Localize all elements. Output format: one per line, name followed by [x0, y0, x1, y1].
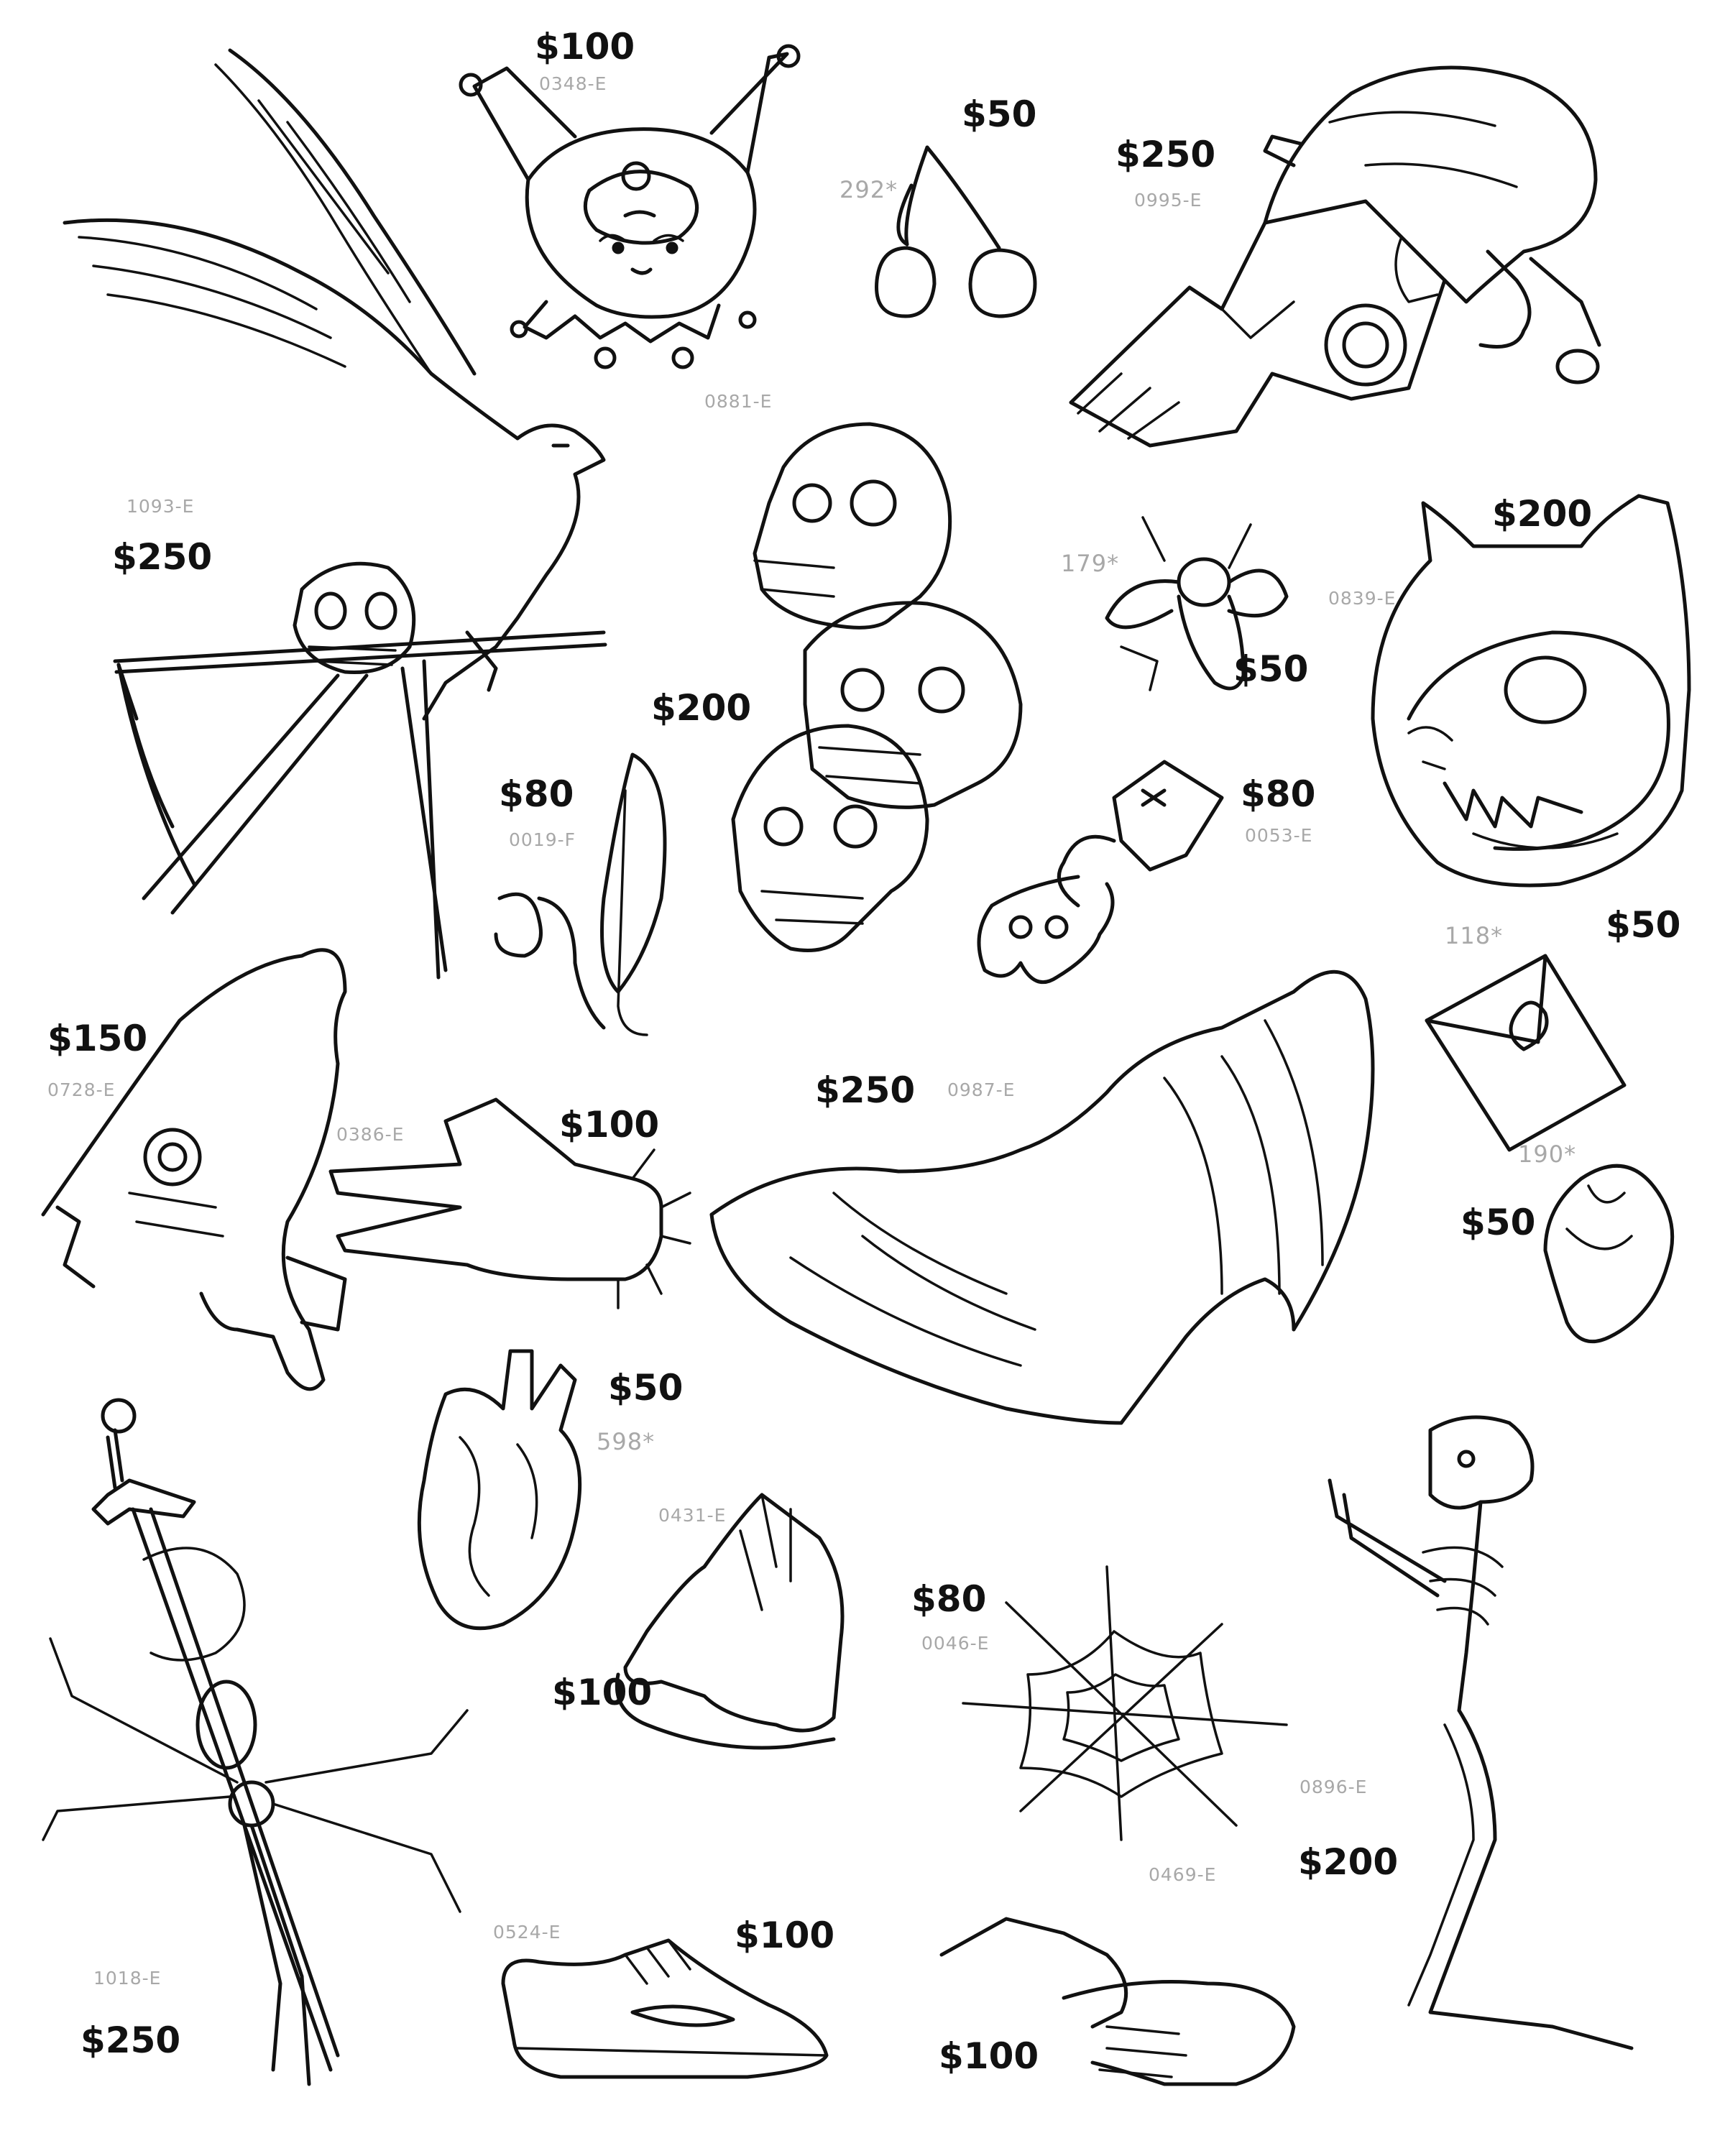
skeleton-hands-heart-code: 0987-E	[947, 1079, 1016, 1100]
hand-revolver-drawing	[1069, 65, 1601, 448]
swallow-skull-code: 1093-E	[126, 496, 195, 517]
cherries-drawing	[875, 145, 1037, 318]
skeleton-hands-heart-drawing	[709, 969, 1375, 1425]
praying-skeleton-price: $200	[1298, 1841, 1399, 1883]
praying-hands-drawing	[615, 1493, 845, 1750]
skull-stack-price: $200	[651, 687, 752, 729]
sneaker-code: 0524-E	[493, 1922, 561, 1943]
praying-skeleton-drawing	[1328, 1415, 1634, 2050]
reaper-peek-drawing	[41, 948, 347, 1391]
small-heart-price: $50	[1460, 1202, 1536, 1243]
feather-code: 0019-F	[509, 829, 576, 850]
dagger-spider-drawing	[42, 1398, 469, 2086]
small-heart-code: 190*	[1518, 1141, 1577, 1168]
anatomical-heart-code: 598*	[597, 1428, 656, 1455]
sneaker-drawing	[501, 1938, 829, 2079]
spiderweb-drawing	[962, 1565, 1288, 1841]
praying-hands-code: 0431-E	[658, 1505, 727, 1526]
skull-stack-drawing	[731, 422, 1023, 952]
poison-bottle-price: $80	[1241, 773, 1316, 815]
swallow-skull-drawing	[63, 48, 607, 980]
finger-gun-code: 0386-E	[336, 1124, 405, 1145]
poison-bottle-code: 0053-E	[1245, 825, 1313, 846]
cat-skull-drawing	[1371, 494, 1691, 888]
cherries-code: 292*	[840, 176, 898, 203]
reaper-peek-price: $150	[47, 1018, 148, 1059]
handshake-code: 0469-E	[1149, 1864, 1217, 1885]
dagger-spider-price: $250	[80, 2019, 181, 2061]
spiderweb-code: 0046-E	[921, 1633, 990, 1654]
fly-drawing	[1105, 516, 1289, 691]
finger-gun-drawing	[328, 1097, 691, 1309]
reaper-peek-code: 0728-E	[47, 1079, 116, 1100]
fly-price: $50	[1233, 648, 1309, 690]
swallow-skull-price: $250	[112, 536, 213, 578]
envelope-price: $50	[1606, 904, 1681, 946]
spiderweb-price: $80	[911, 1578, 987, 1620]
poison-bottle-drawing	[977, 760, 1224, 985]
fly-code: 179*	[1061, 550, 1120, 577]
handshake-drawing	[939, 1917, 1296, 2086]
kuromi-drawing	[459, 44, 801, 369]
dagger-spider-code: 1018-E	[93, 1968, 162, 1989]
feather-drawing	[494, 752, 667, 1036]
anatomical-heart-price: $50	[608, 1367, 684, 1409]
handshake-price: $100	[939, 2035, 1039, 2077]
skull-stack-code: 0881-E	[704, 391, 773, 412]
praying-skeleton-code: 0896-E	[1300, 1777, 1368, 1797]
anatomical-heart-drawing	[417, 1349, 582, 1631]
small-heart-drawing	[1543, 1164, 1675, 1344]
hand-revolver-code: 0995-E	[1134, 190, 1202, 211]
praying-hands-price: $100	[552, 1672, 653, 1713]
hand-revolver-price: $250	[1116, 134, 1216, 175]
feather-price: $80	[499, 773, 574, 815]
cat-skull-price: $200	[1492, 493, 1593, 535]
sneaker-price: $100	[735, 1915, 835, 1956]
envelope-drawing	[1425, 954, 1627, 1152]
kuromi-code: 0348-E	[539, 73, 607, 94]
finger-gun-price: $100	[559, 1104, 660, 1146]
cherries-price: $50	[962, 93, 1037, 135]
envelope-code: 118*	[1445, 922, 1504, 949]
kuromi-price: $100	[535, 26, 635, 68]
skeleton-hands-heart-price: $250	[815, 1069, 916, 1111]
cat-skull-code: 0839-E	[1328, 588, 1397, 609]
